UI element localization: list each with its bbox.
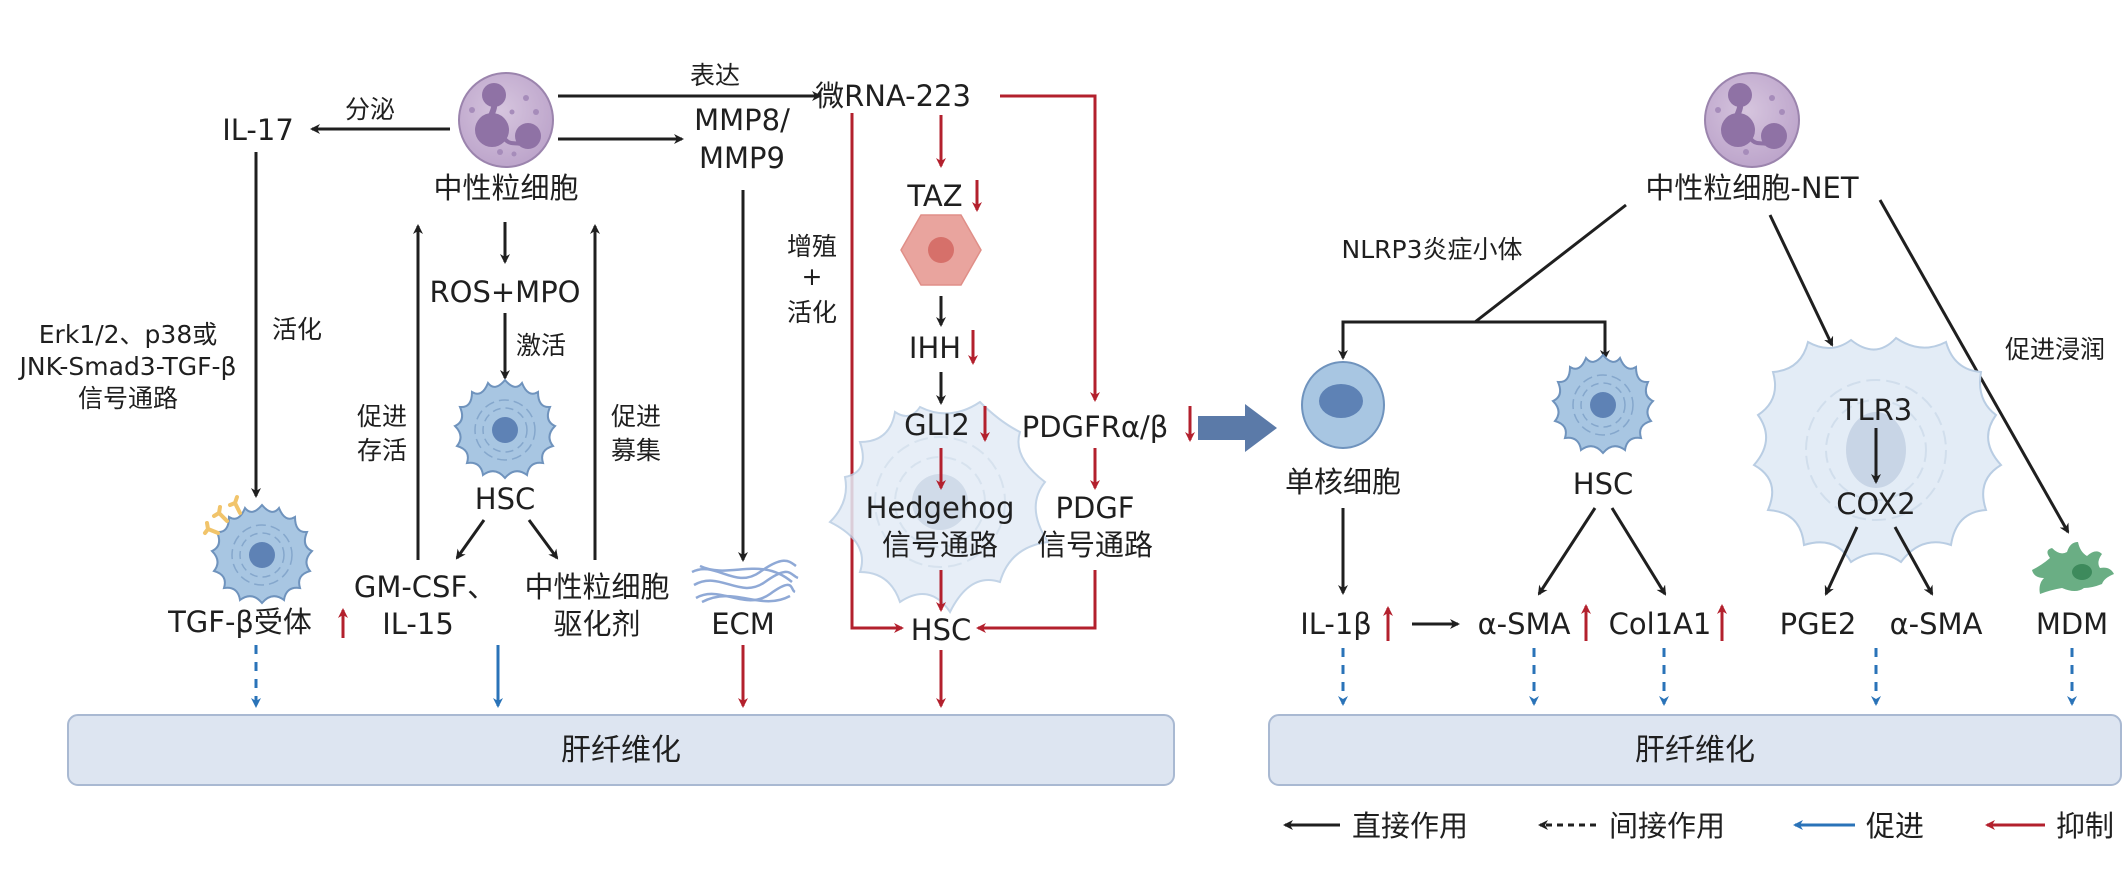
pathway-line2: JNK-Smad3-TGF-β bbox=[18, 352, 237, 381]
gmcsf-line1: GM-CSF、 bbox=[354, 570, 496, 604]
pdgf-line2: 信号通路 bbox=[1037, 528, 1153, 562]
left-outcome-bar: 肝纤维化 bbox=[67, 714, 1175, 786]
gli2-label: GLI2 bbox=[904, 408, 970, 442]
hsc-to-gmcsf-arrow bbox=[455, 519, 486, 560]
ecm-fibers-icon bbox=[691, 559, 799, 604]
hsc-label: HSC bbox=[475, 482, 535, 516]
activated-hsc-background-icon bbox=[828, 400, 1050, 614]
mdm-label: MDM bbox=[2036, 607, 2108, 641]
legend-item-promote: 促进 bbox=[1793, 809, 1924, 843]
legend-label-direct: 直接作用 bbox=[1352, 809, 1468, 843]
net-to-tlr3-arrow bbox=[1768, 214, 1834, 347]
promote-survival-2: 存活 bbox=[357, 436, 407, 465]
net-neutrophil-icon bbox=[1704, 72, 1800, 168]
chemo-line1: 中性粒细胞 bbox=[524, 570, 669, 604]
cox2-label: COX2 bbox=[1836, 487, 1916, 521]
right-outcome-bar: 肝纤维化 bbox=[1268, 714, 2122, 786]
asma2-label: α-SMA bbox=[1890, 607, 1983, 641]
hsc-to-asma-arrow bbox=[1537, 507, 1597, 596]
secrete-label: 分泌 bbox=[345, 95, 395, 124]
monocyte-label: 单核细胞 bbox=[1285, 465, 1401, 499]
hsc-to-col1a1-arrow bbox=[1610, 507, 1667, 596]
ecm-label: ECM bbox=[711, 607, 775, 641]
nlrp3-label: NLRP3炎症小体 bbox=[1342, 235, 1523, 264]
hedgehog-line1: Hedgehog bbox=[866, 491, 1015, 525]
chemo-line2: 驱化剂 bbox=[553, 607, 640, 641]
gmcsf-line2: IL-15 bbox=[382, 607, 454, 641]
legend-label-promote: 促进 bbox=[1866, 809, 1924, 843]
hepatocyte-icon bbox=[900, 214, 982, 286]
il17-label: IL-17 bbox=[222, 113, 294, 147]
asma1-label: α-SMA bbox=[1478, 607, 1571, 641]
infiltrate-label: 促进浸润 bbox=[2005, 335, 2105, 364]
monocyte-icon bbox=[1301, 361, 1385, 449]
prolif-label-1: 增殖 bbox=[787, 232, 837, 261]
mmp-line1: MMP8/ bbox=[694, 103, 790, 137]
pdgf-line1: PDGF bbox=[1056, 491, 1135, 525]
activate-label: 活化 bbox=[272, 315, 322, 344]
legend-label-inhibit: 抑制 bbox=[2056, 809, 2114, 843]
tlr3-label: TLR3 bbox=[1839, 393, 1912, 427]
ros-mpo-label: ROS+MPO bbox=[429, 275, 580, 309]
left-outcome-label: 肝纤维化 bbox=[561, 733, 681, 768]
pathway-line3: 信号通路 bbox=[78, 384, 178, 413]
mir223-label: 微RNA-223 bbox=[815, 79, 971, 113]
col1a1-label: Col1A1 bbox=[1609, 607, 1712, 641]
legend-label-indirect: 间接作用 bbox=[1609, 809, 1725, 843]
pathway-line1: Erk1/2、p38或 bbox=[39, 320, 217, 349]
neutrophil-label: 中性粒细胞 bbox=[433, 171, 578, 205]
pge2-label: PGE2 bbox=[1780, 607, 1857, 641]
right-outcome-label: 肝纤维化 bbox=[1635, 733, 1755, 768]
legend-item-direct: 直接作用 bbox=[1283, 809, 1468, 843]
stimulate-label: 激活 bbox=[516, 331, 566, 360]
branch-to-hsc-line bbox=[1475, 320, 1610, 360]
mir-to-pdgfr-line bbox=[1000, 94, 1100, 402]
hsc-to-chemo-arrow bbox=[527, 519, 559, 560]
transition-arrow-icon bbox=[1198, 404, 1277, 452]
promote-recruit-2: 募集 bbox=[611, 436, 661, 465]
neutrophil-icon bbox=[458, 72, 554, 168]
tgfb-receptor-hsc-icon bbox=[203, 495, 314, 605]
il1b-label: IL-1β bbox=[1300, 607, 1372, 641]
hsc-right-icon bbox=[1551, 353, 1655, 455]
legend: 直接作用 间接作用 促进 抑制 bbox=[1283, 809, 2114, 843]
taz-label: TAZ bbox=[906, 179, 962, 213]
promote-recruit-1: 促进 bbox=[611, 402, 661, 431]
cox2-to-pge2-arrow bbox=[1824, 526, 1859, 596]
tgfb-receptor-label: TGF-β受体 bbox=[167, 605, 312, 639]
legend-item-inhibit: 抑制 bbox=[1985, 809, 2114, 843]
net-to-branch-line bbox=[1474, 203, 1627, 324]
branch-to-monocyte-line bbox=[1338, 320, 1475, 360]
cox2-to-asma-arrow bbox=[1893, 526, 1934, 596]
hsc-bottom-label: HSC bbox=[911, 613, 971, 647]
ihh-label: IHH bbox=[909, 331, 961, 365]
net-to-mdm-arrow bbox=[1878, 199, 2070, 534]
pdgf-to-hsc-line bbox=[976, 570, 1097, 633]
pdgfr-label: PDGFRα/β bbox=[1022, 410, 1169, 444]
hsc-right-label: HSC bbox=[1573, 467, 1633, 501]
legend-item-indirect: 间接作用 bbox=[1538, 809, 1725, 843]
promote-survival-1: 促进 bbox=[357, 402, 407, 431]
prolif-plus: + bbox=[802, 262, 823, 291]
prolif-label-2: 活化 bbox=[787, 298, 837, 327]
express-label: 表达 bbox=[690, 61, 740, 90]
mdm-cell-icon bbox=[2032, 542, 2114, 594]
hedgehog-line2: 信号通路 bbox=[882, 528, 998, 562]
net-label: 中性粒细胞-NET bbox=[1645, 171, 1858, 205]
hsc-cell-icon bbox=[453, 378, 557, 480]
mmp-line2: MMP9 bbox=[699, 141, 785, 175]
mir-to-hsc-left-line bbox=[850, 113, 904, 633]
